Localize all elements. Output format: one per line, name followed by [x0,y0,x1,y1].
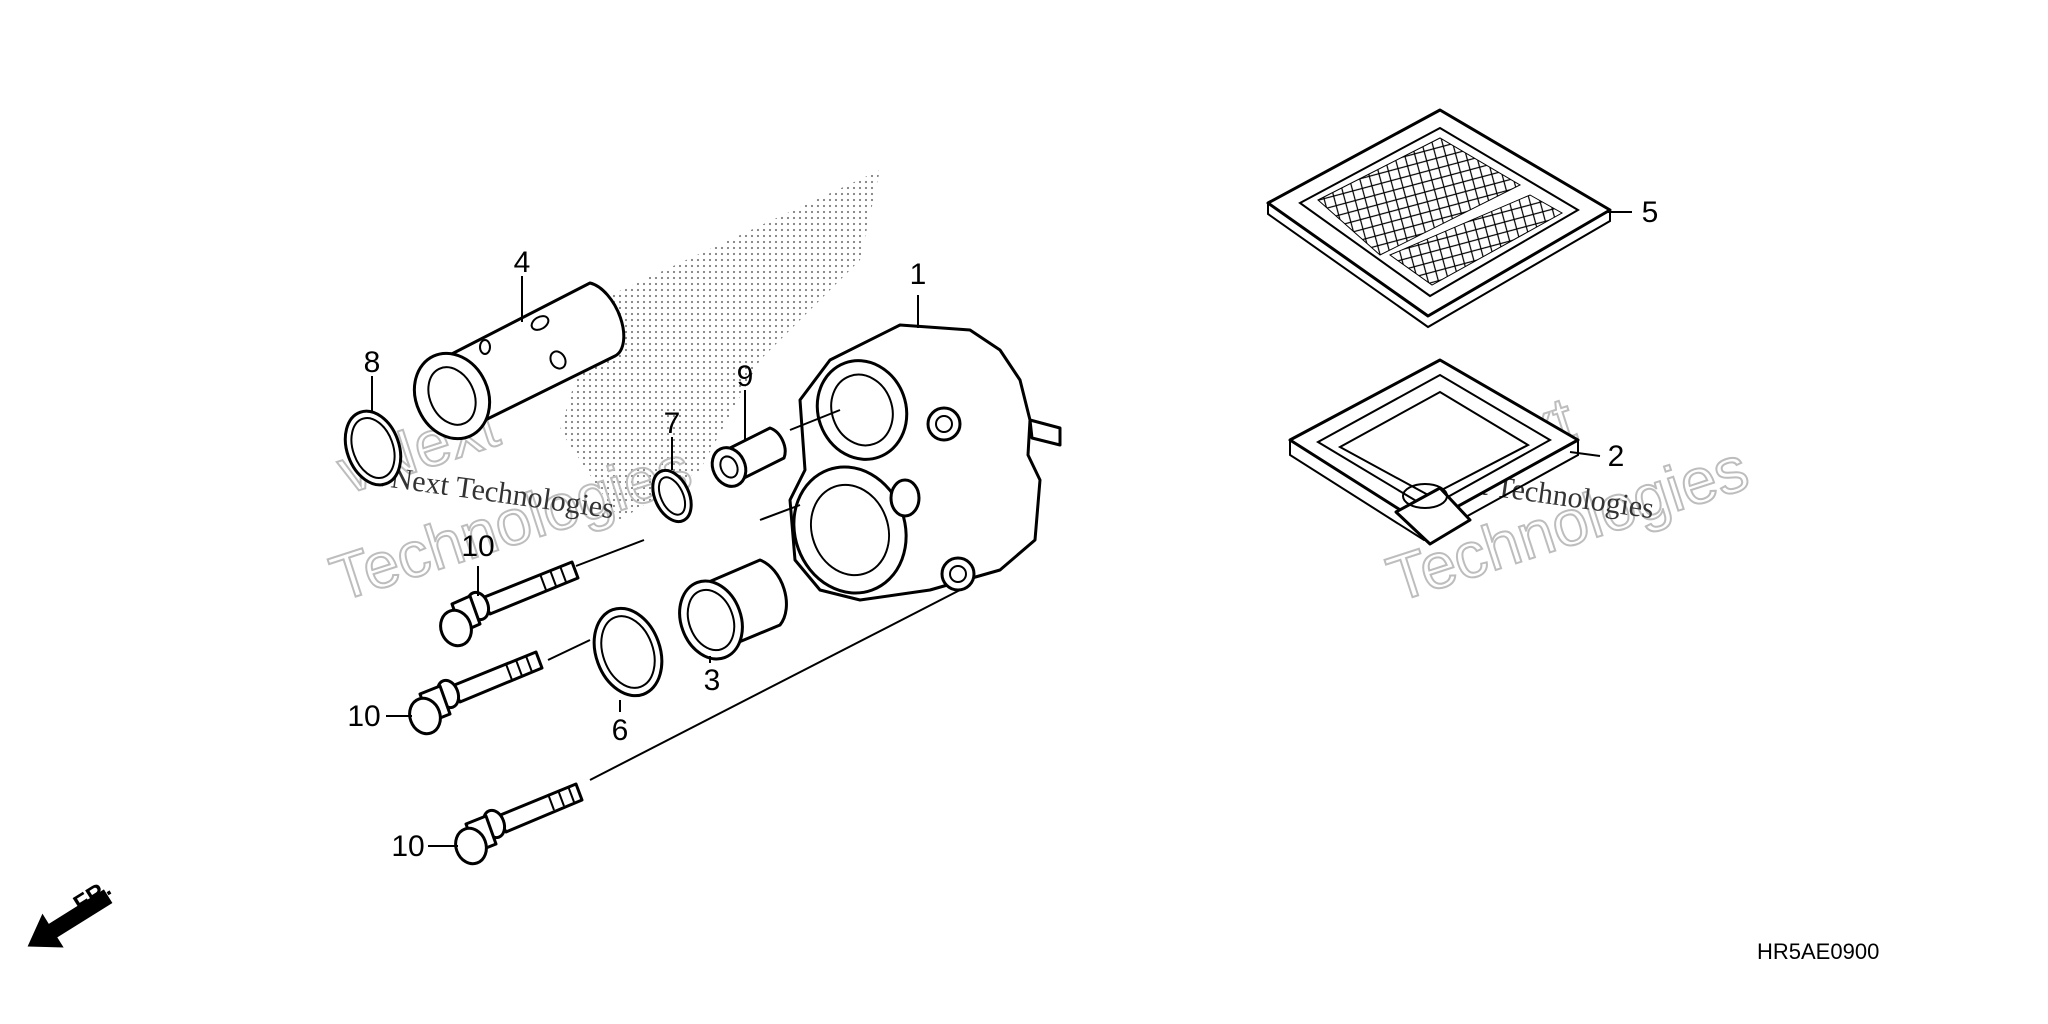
callout-10-lower: 10 [391,830,424,863]
callout-6: 6 [612,714,629,747]
part-1-pump-body [788,323,1062,602]
callout-4: 4 [514,246,531,279]
front-arrow-icon [27,889,113,948]
callout-1: 1 [910,258,927,291]
part-6-o-ring [592,606,664,698]
callout-9: 9 [737,360,754,393]
callout-2: 2 [1608,440,1625,473]
part-8-o-ring [343,409,403,487]
callout-3: 3 [704,664,721,697]
callout-5: 5 [1642,196,1659,229]
leader-lines [371,211,1632,847]
part-10-bolt-lower [454,782,584,866]
callout-7: 7 [664,407,681,440]
part-10-bolt-middle [408,650,544,736]
part-5-filter-screen [1266,108,1612,329]
diagram-code: HR5AE0900 [1757,939,1879,964]
part-3-collar [678,558,788,661]
callout-8: 8 [364,346,381,379]
callout-10-upper: 10 [461,530,494,563]
callout-10-middle: 10 [347,700,380,733]
stipple-shading [560,170,880,520]
part-2-strainer-tray [1288,358,1580,546]
part-10-bolt-upper [439,560,580,648]
part-7-o-ring [651,468,693,524]
part-9-dowel-pin [710,426,787,488]
part-4-sleeve [412,281,626,441]
